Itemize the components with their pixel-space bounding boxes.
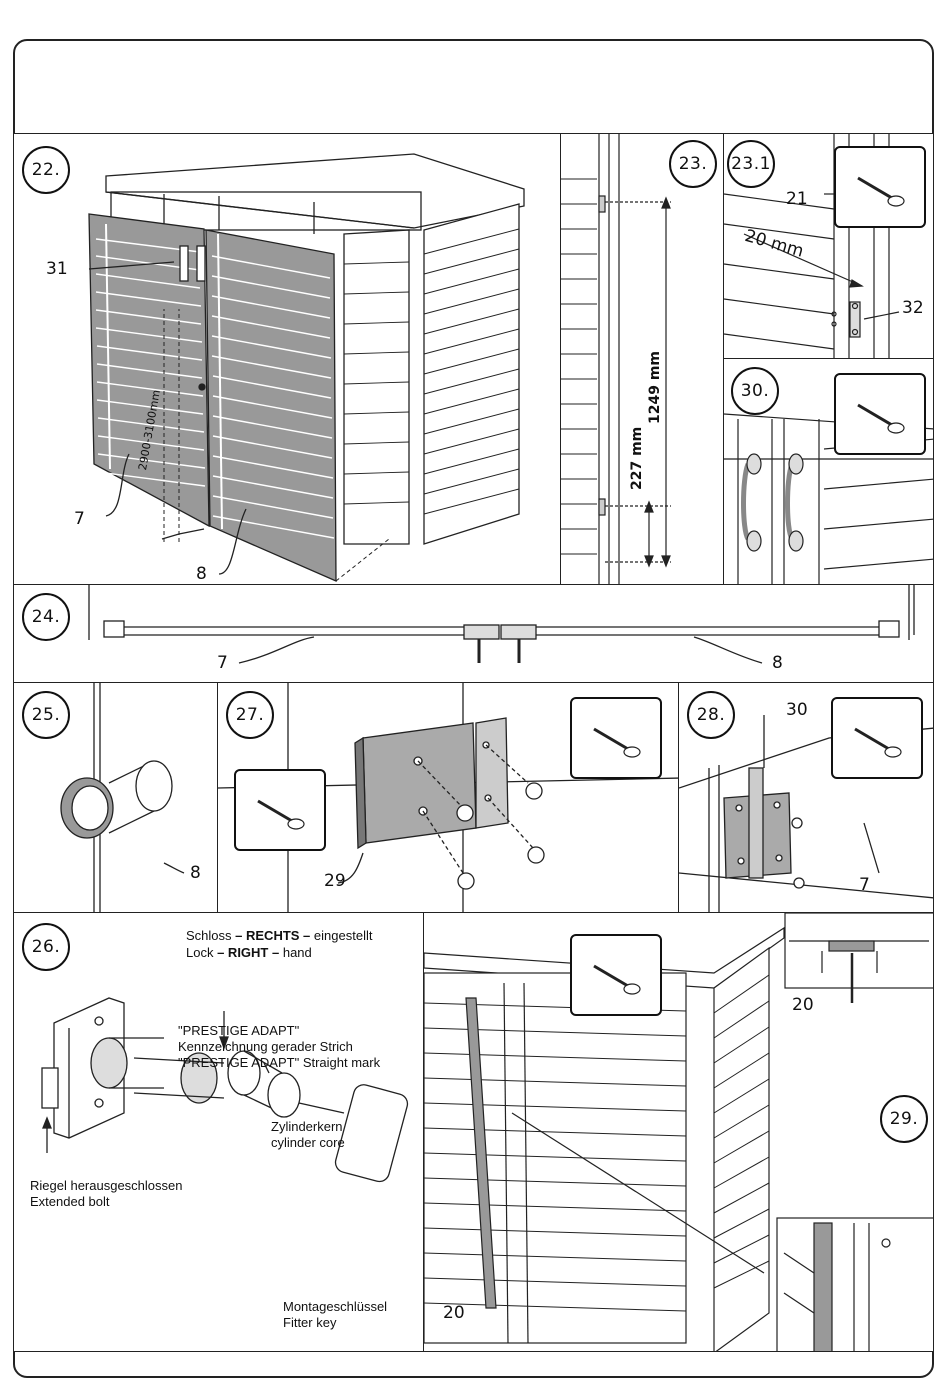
cylinder-core-en: cylinder core <box>271 1135 345 1150</box>
hinge-position-drawing <box>561 134 671 585</box>
screw-icon <box>593 727 641 758</box>
lock-en-suffix: hand <box>282 945 312 960</box>
panel-step-29: 29. 20 20 <box>423 912 934 1352</box>
panel-step-25: 25. 8 <box>13 682 219 914</box>
panel-step-26: 26. Schloss – RECHTS – eingestellt Lock … <box>13 912 425 1352</box>
part-label-8: 8 <box>190 863 201 883</box>
part-label-32: 32 <box>902 298 924 318</box>
cylinder-core-de: Zylinderkern <box>271 1119 343 1134</box>
screw-box <box>834 146 926 228</box>
lock-de-word: Schloss <box>186 928 232 943</box>
lock-ring-drawing <box>60 683 185 913</box>
prestige-mark-en: "PRESTIGE ADAPT" Straight mark <box>178 1055 381 1070</box>
lock-en-word: Lock <box>186 945 214 960</box>
screw-box <box>570 697 662 779</box>
lock-hand-en: Lock – RIGHT – hand <box>186 945 312 961</box>
screw-box <box>831 697 923 779</box>
panel-step-23-1: 23.1 21 20 mm 32 <box>723 133 934 360</box>
door-top-view-drawing <box>88 585 915 664</box>
part-label-30: 30 <box>786 700 808 720</box>
panel-step-23: 23. 1249 mm 227 mm <box>560 133 725 586</box>
cylinder-core-label: Zylinderkern cylinder core <box>271 1119 345 1151</box>
screw-icon <box>857 403 905 434</box>
step-number-badge: 25. <box>22 691 70 739</box>
part-label-31: 31 <box>46 259 68 279</box>
strike-plate-drawing <box>218 683 679 913</box>
extended-bolt-en: Extended bolt <box>30 1194 110 1209</box>
panel-step-24: 24. 7 8 <box>13 584 934 684</box>
lock-hand-de: Schloss – RECHTS – eingestellt <box>186 928 372 944</box>
shed-doors-open-drawing <box>88 153 525 582</box>
step-number-badge: 28. <box>687 691 735 739</box>
dimension-227: 227 mm <box>629 426 645 490</box>
door-strip-drawing <box>424 913 933 1351</box>
step-number-badge: 27. <box>226 691 274 739</box>
fitter-key-en: Fitter key <box>283 1315 337 1330</box>
part-label-20: 20 <box>792 995 814 1015</box>
prestige-mark-de: Kennzeichnung gerader Strich <box>178 1039 353 1054</box>
lock-de-side: – RECHTS – <box>235 928 311 943</box>
part-label-29: 29 <box>324 871 346 891</box>
part-label-7: 7 <box>217 653 228 673</box>
step-number-badge: 26. <box>22 923 70 971</box>
part-label-21: 21 <box>786 189 808 209</box>
lock-cylinder-drawing <box>41 997 409 1183</box>
step-number-badge: 24. <box>22 593 70 641</box>
handle-mount-drawing <box>724 413 933 585</box>
part-label-8: 8 <box>196 564 207 584</box>
lock-de-suffix: eingestellt <box>313 928 373 943</box>
step-number-badge: 23. <box>669 140 717 188</box>
part-label-7: 7 <box>859 875 870 895</box>
extended-bolt-label: Riegel herausgeschlossen Extended bolt <box>30 1178 182 1210</box>
screw-box <box>834 373 926 455</box>
panel-step-22: 22. 31 7 8 2900-3100mm <box>13 133 562 586</box>
lock-en-side: – RIGHT – <box>217 945 280 960</box>
panel-step-28: 28. 30 7 <box>678 682 934 914</box>
screw-box <box>570 934 662 1016</box>
step-number-badge: 30. <box>731 367 779 415</box>
panel-step-30: 30. <box>723 358 934 586</box>
ground-bolt-drawing <box>679 715 933 913</box>
step-number-badge: 29. <box>880 1095 928 1143</box>
fitter-key-label: Montageschlüssel Fitter key <box>283 1299 387 1331</box>
dimension-1249: 1249 mm <box>647 350 663 424</box>
prestige-title-de: "PRESTIGE ADAPT" <box>178 1023 300 1038</box>
screw-box <box>234 769 326 851</box>
screw-icon <box>257 799 305 830</box>
fitter-key-de: Montageschlüssel <box>283 1299 388 1314</box>
screw-icon <box>593 964 641 995</box>
part-label-8: 8 <box>772 653 783 673</box>
step-number-badge: 23.1 <box>727 140 775 188</box>
part-label-20: 20 <box>443 1303 465 1323</box>
extended-bolt-de: Riegel herausgeschlossen <box>30 1178 183 1193</box>
part-label-7: 7 <box>74 509 85 529</box>
screw-icon <box>854 727 902 758</box>
panel-step-27: 27. 29 <box>217 682 680 914</box>
prestige-adapt-label: "PRESTIGE ADAPT" Kennzeichnung gerader S… <box>178 1023 380 1071</box>
step-number-badge: 22. <box>22 146 70 194</box>
screw-icon <box>857 176 905 207</box>
